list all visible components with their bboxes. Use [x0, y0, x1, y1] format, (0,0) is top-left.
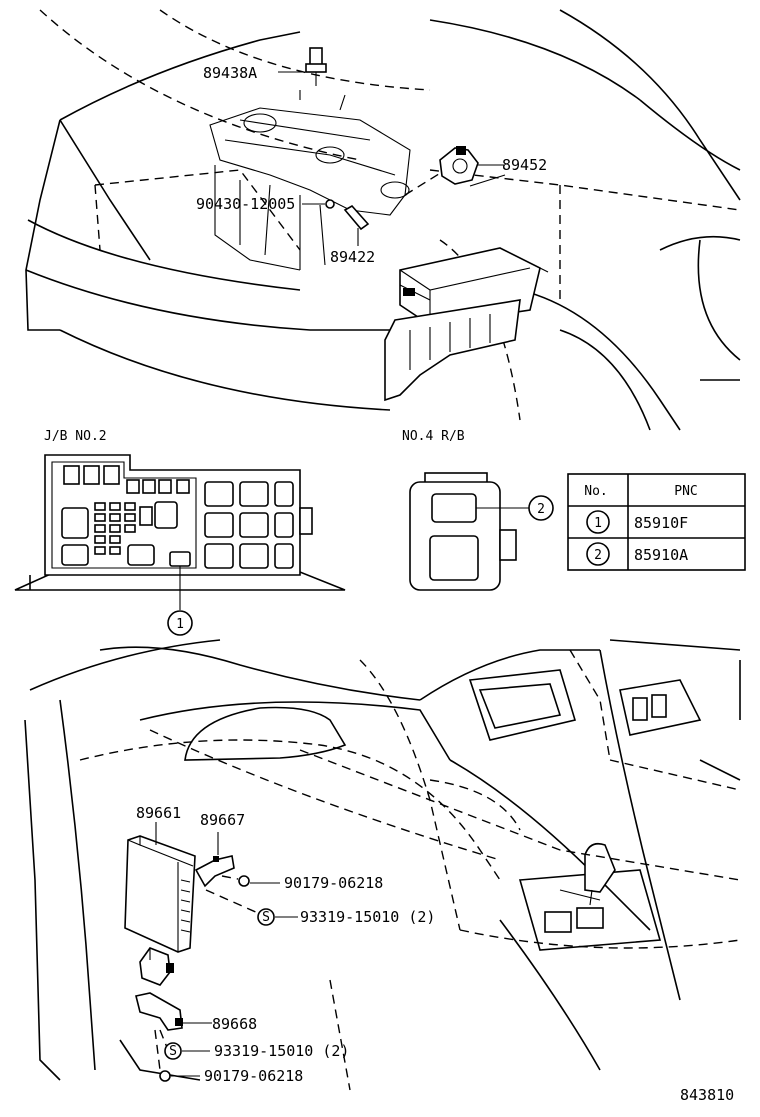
marker-2-label: 2	[537, 502, 545, 517]
table-header-no: No.	[584, 484, 607, 499]
table-row: 2 85910A	[586, 542, 688, 566]
label-89452: 89452	[502, 156, 547, 174]
marker-1-label: 1	[176, 617, 184, 632]
bracket-89668	[135, 947, 212, 1071]
sensor-89422	[343, 204, 370, 246]
screw-93319-lower: S	[164, 1042, 210, 1060]
table-row-no: 2	[594, 548, 602, 563]
relay-block-no4	[409, 472, 530, 591]
label-89668: 89668	[212, 1015, 257, 1033]
marker-2-rb: 2	[528, 495, 554, 521]
screw-93319-upper: S	[205, 889, 298, 926]
label-89422: 89422	[330, 248, 375, 266]
s-mark-upper: S	[262, 910, 270, 925]
s-mark-lower: S	[169, 1044, 177, 1059]
label-90430-12005: 90430-12005	[196, 195, 295, 213]
sensor-89438A	[278, 47, 327, 86]
jb-title: J/B NO.2	[44, 429, 107, 444]
sensor-89452	[404, 146, 506, 196]
pnc-table: No. PNC 1 85910F 2 85910A	[567, 473, 746, 571]
nut-90179-upper	[221, 875, 280, 887]
label-89661: 89661	[136, 804, 181, 822]
gasket-90430	[302, 199, 335, 209]
table-row-pnc: 85910A	[634, 546, 688, 564]
diagram-number: 843810	[680, 1086, 734, 1104]
table-row-pnc: 85910F	[634, 514, 688, 532]
ecu-89661	[124, 822, 196, 953]
table-header-pnc: PNC	[674, 484, 697, 499]
marker-1-jb: 1	[167, 610, 193, 636]
label-89667: 89667	[200, 811, 245, 829]
vehicle-body-outline	[25, 9, 741, 431]
relay-box-engine	[384, 247, 549, 402]
label-90179-06218-upper: 90179-06218	[284, 874, 383, 892]
label-90179-06218-lower: 90179-06218	[204, 1067, 303, 1085]
rb-title: NO.4 R/B	[402, 429, 465, 444]
junction-block-no2	[14, 454, 346, 610]
nut-90179-lower	[159, 1070, 200, 1082]
bracket-89667	[194, 832, 235, 888]
dashboard-outline	[24, 639, 741, 1091]
label-93319-15010-upper: 93319-15010 (2)	[300, 908, 435, 926]
label-89438A: 89438A	[203, 64, 257, 82]
table-row-no: 1	[594, 516, 602, 531]
table-row: 1 85910F	[586, 510, 688, 534]
engine	[209, 90, 411, 271]
label-93319-15010-lower: 93319-15010 (2)	[214, 1042, 349, 1060]
